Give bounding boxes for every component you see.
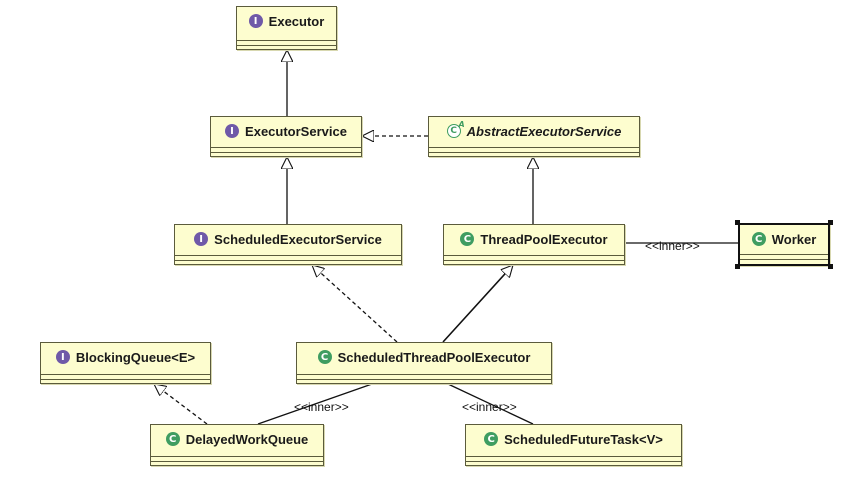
- inner-label-worker: <<inner>>: [645, 239, 700, 253]
- class-box-scheduledexecutorservice[interactable]: I ScheduledExecutorService: [174, 224, 402, 265]
- class-name: Executor: [268, 13, 325, 29]
- class-name: BlockingQueue<E>: [75, 349, 196, 365]
- interface-icon: I: [248, 14, 263, 28]
- edge-scheduledthreadpoolexecutor-inner-delayedworkqueue[interactable]: [257, 383, 373, 425]
- class-name: Worker: [771, 231, 817, 247]
- class-box-executorservice[interactable]: I ExecutorService: [210, 116, 362, 157]
- edge-scheduledthreadpoolexecutor-implements-scheduledexecutorservice[interactable]: [312, 265, 398, 343]
- selection-handle[interactable]: [735, 220, 740, 225]
- class-icon: C: [484, 432, 499, 446]
- selection-handle[interactable]: [735, 264, 740, 269]
- class-icon: C: [460, 232, 475, 246]
- interface-icon: I: [194, 232, 209, 246]
- class-name: ThreadPoolExecutor: [480, 231, 608, 247]
- class-box-blockingqueue[interactable]: I BlockingQueue<E>: [40, 342, 211, 384]
- selection-handle[interactable]: [828, 264, 833, 269]
- class-box-scheduledfuturetask[interactable]: C ScheduledFutureTask<V>: [465, 424, 682, 466]
- class-icon: C: [165, 432, 180, 446]
- edge-scheduledthreadpoolexecutor-extends-threadpoolexecutor[interactable]: [442, 265, 513, 343]
- edge-scheduledthreadpoolexecutor-inner-scheduledfuturetask[interactable]: [447, 383, 534, 425]
- class-box-threadpoolexecutor[interactable]: C ThreadPoolExecutor: [443, 224, 625, 265]
- class-name: ExecutorService: [245, 123, 347, 139]
- class-name: AbstractExecutorService: [466, 123, 622, 139]
- class-box-delayedworkqueue[interactable]: C DelayedWorkQueue: [150, 424, 324, 466]
- class-icon: C: [317, 350, 332, 364]
- class-box-worker[interactable]: C Worker: [735, 220, 833, 269]
- class-name: DelayedWorkQueue: [185, 431, 309, 447]
- class-name: ScheduledFutureTask<V>: [504, 431, 663, 447]
- class-box-executor[interactable]: I Executor: [236, 6, 337, 50]
- inner-label-scheduledfuturetask: <<inner>>: [462, 400, 517, 414]
- class-icon: C: [751, 232, 766, 246]
- interface-icon: I: [225, 124, 240, 138]
- class-box-scheduledthreadpoolexecutor[interactable]: C ScheduledThreadPoolExecutor: [296, 342, 552, 384]
- class-name: ScheduledExecutorService: [214, 231, 382, 247]
- inner-label-delayedworkqueue: <<inner>>: [294, 400, 349, 414]
- selection-handle[interactable]: [828, 220, 833, 225]
- interface-icon: I: [55, 350, 70, 364]
- class-name: ScheduledThreadPoolExecutor: [337, 349, 531, 365]
- edge-delayedworkqueue-implements-blockingqueue[interactable]: [154, 384, 208, 425]
